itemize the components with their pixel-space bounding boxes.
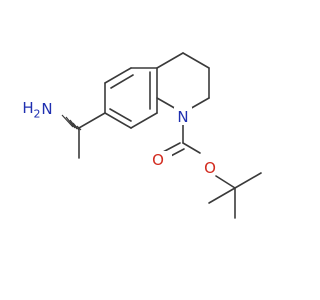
bonds xyxy=(61,52,262,219)
amine-subscript-label: 2 xyxy=(34,108,41,121)
bond-c4a-c4 xyxy=(156,52,184,69)
bond-c4-c3 xyxy=(182,52,210,69)
atom-labels: N O O H 2 N xyxy=(22,99,218,177)
bond-c5-c6 xyxy=(104,67,132,84)
bond-tbu-me3 xyxy=(208,187,236,204)
bond-inner-c7-c8 xyxy=(109,108,132,122)
amine-nitrogen-label: N xyxy=(41,100,52,118)
ring-nitrogen-label: N xyxy=(177,108,188,126)
molecule-structure: N O O H 2 N xyxy=(22,52,262,219)
bond-carbonyl-ester-o xyxy=(182,142,201,154)
amine-hydrogen-label: H xyxy=(22,99,33,117)
carbonyl-oxygen-label: O xyxy=(152,151,164,169)
amine-group-label: H 2 N xyxy=(22,99,52,121)
bond-tbu-me2 xyxy=(234,172,262,189)
ester-oxygen-label: O xyxy=(204,159,216,177)
bond-carbonyl-o-double-a xyxy=(162,142,181,153)
bond-ester-o-tbu xyxy=(215,175,236,189)
bond-inner-c5-c6 xyxy=(110,74,134,89)
bond-c7-ch xyxy=(78,112,106,129)
stereo-hashed-wedge xyxy=(61,114,82,131)
bond-c8-c8a xyxy=(130,112,158,129)
bond-c7-c8 xyxy=(104,112,132,129)
